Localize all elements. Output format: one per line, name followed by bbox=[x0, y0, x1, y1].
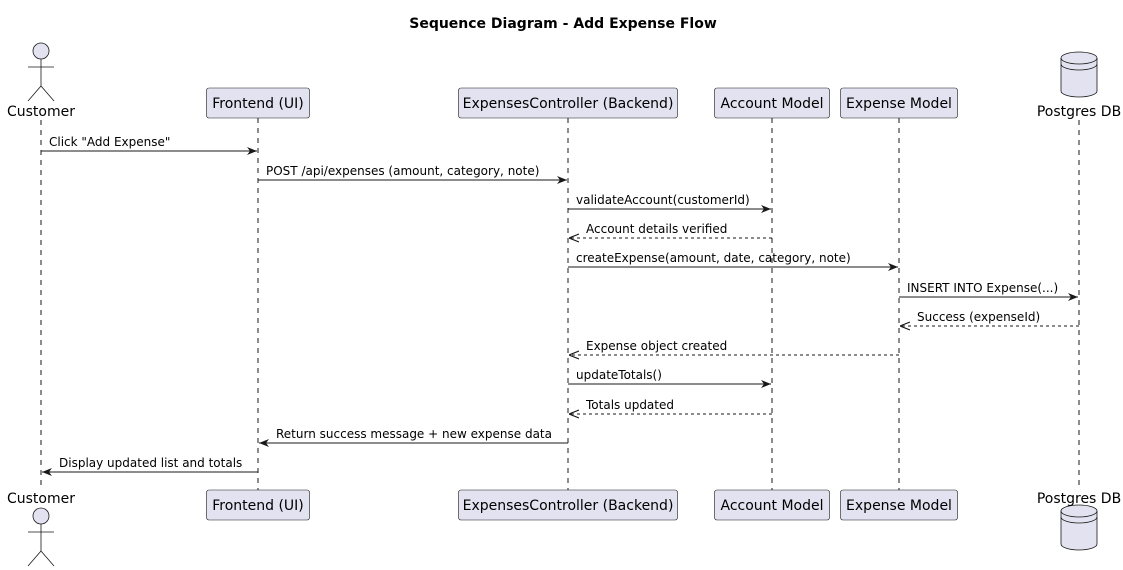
participant-box bbox=[206, 87, 310, 119]
participant-box bbox=[458, 87, 678, 119]
participant-expense-bottom: Expense Model bbox=[840, 489, 958, 521]
participant-label: Expense Model bbox=[846, 96, 952, 112]
message-label: Click "Add Expense" bbox=[49, 135, 170, 149]
participant-account-top: Account Model bbox=[714, 87, 830, 119]
message-label: Totals updated bbox=[585, 398, 674, 412]
participant-customer-bottom: Customer bbox=[7, 491, 75, 567]
message-label: updateTotals() bbox=[576, 368, 662, 382]
lifelines bbox=[40, 118, 1080, 490]
message-label: Expense object created bbox=[586, 339, 727, 353]
database-icon bbox=[1060, 504, 1098, 551]
message-label: Success (expenseId) bbox=[917, 310, 1040, 324]
message-label: Account details verified bbox=[586, 222, 727, 236]
participant-label: Frontend (UI) bbox=[212, 96, 304, 112]
message-label: validateAccount(customerId) bbox=[576, 193, 750, 207]
participant-controller-top: ExpensesController (Backend) bbox=[458, 87, 678, 119]
participant-customer-top: Customer bbox=[7, 42, 75, 120]
database-icon bbox=[1060, 51, 1098, 98]
participant-label: Expense Model bbox=[846, 498, 952, 514]
participant-box bbox=[840, 489, 958, 521]
participant-label: Account Model bbox=[720, 498, 823, 514]
participants-bottom: Customer Frontend (UI) ExpensesController … bbox=[7, 489, 1121, 567]
participant-label: ExpensesController (Backend) bbox=[463, 96, 674, 112]
participant-label: Customer bbox=[7, 104, 75, 120]
participant-box bbox=[714, 87, 830, 119]
participant-label: Postgres DB bbox=[1037, 491, 1121, 507]
actor-icon bbox=[27, 507, 55, 567]
message-11: Return success message + new expense dat… bbox=[259, 427, 568, 447]
participant-db-bottom: Postgres DB bbox=[1037, 491, 1121, 551]
participant-label: Account Model bbox=[720, 96, 823, 112]
messages: Click "Add Expense" POST /api/expenses (a… bbox=[41, 135, 1079, 476]
participant-frontend-top: Frontend (UI) bbox=[206, 87, 310, 119]
participant-label: Postgres DB bbox=[1037, 104, 1121, 120]
message-12: Display updated list and totals bbox=[42, 456, 258, 476]
participant-box bbox=[714, 489, 830, 521]
message-3: validateAccount(customerId) bbox=[568, 193, 771, 213]
message-label: POST /api/expenses (amount, category, no… bbox=[266, 164, 539, 178]
participant-box bbox=[840, 87, 958, 119]
message-label: Return success message + new expense dat… bbox=[276, 427, 552, 441]
message-4: Account details verified bbox=[569, 222, 772, 238]
message-10: Totals updated bbox=[569, 398, 772, 414]
participant-label: Frontend (UI) bbox=[212, 498, 304, 514]
message-2: POST /api/expenses (amount, category, no… bbox=[258, 164, 567, 184]
participants-top: Customer Frontend (UI) ExpensesController … bbox=[7, 42, 1121, 120]
message-9: updateTotals() bbox=[568, 368, 771, 388]
message-5: createExpense(amount, date, category, no… bbox=[568, 251, 898, 271]
participant-account-bottom: Account Model bbox=[714, 489, 830, 521]
participant-db-top: Postgres DB bbox=[1037, 51, 1121, 120]
message-label: INSERT INTO Expense(...) bbox=[907, 281, 1058, 295]
actor-icon bbox=[27, 42, 55, 102]
participant-expense-top: Expense Model bbox=[840, 87, 958, 119]
message-label: createExpense(amount, date, category, no… bbox=[576, 251, 851, 265]
participant-label: Customer bbox=[7, 491, 75, 507]
participant-box bbox=[206, 489, 310, 521]
message-7: Success (expenseId) bbox=[900, 310, 1079, 326]
participant-controller-bottom: ExpensesController (Backend) bbox=[458, 489, 678, 521]
diagram-title: Sequence Diagram - Add Expense Flow bbox=[409, 16, 717, 32]
message-1: Click "Add Expense" bbox=[41, 135, 257, 155]
participant-frontend-bottom: Frontend (UI) bbox=[206, 489, 310, 521]
participant-label: ExpensesController (Backend) bbox=[463, 498, 674, 514]
participant-box bbox=[458, 489, 678, 521]
message-6: INSERT INTO Expense(...) bbox=[899, 281, 1078, 301]
message-label: Display updated list and totals bbox=[59, 456, 242, 470]
message-8: Expense object created bbox=[569, 339, 899, 355]
